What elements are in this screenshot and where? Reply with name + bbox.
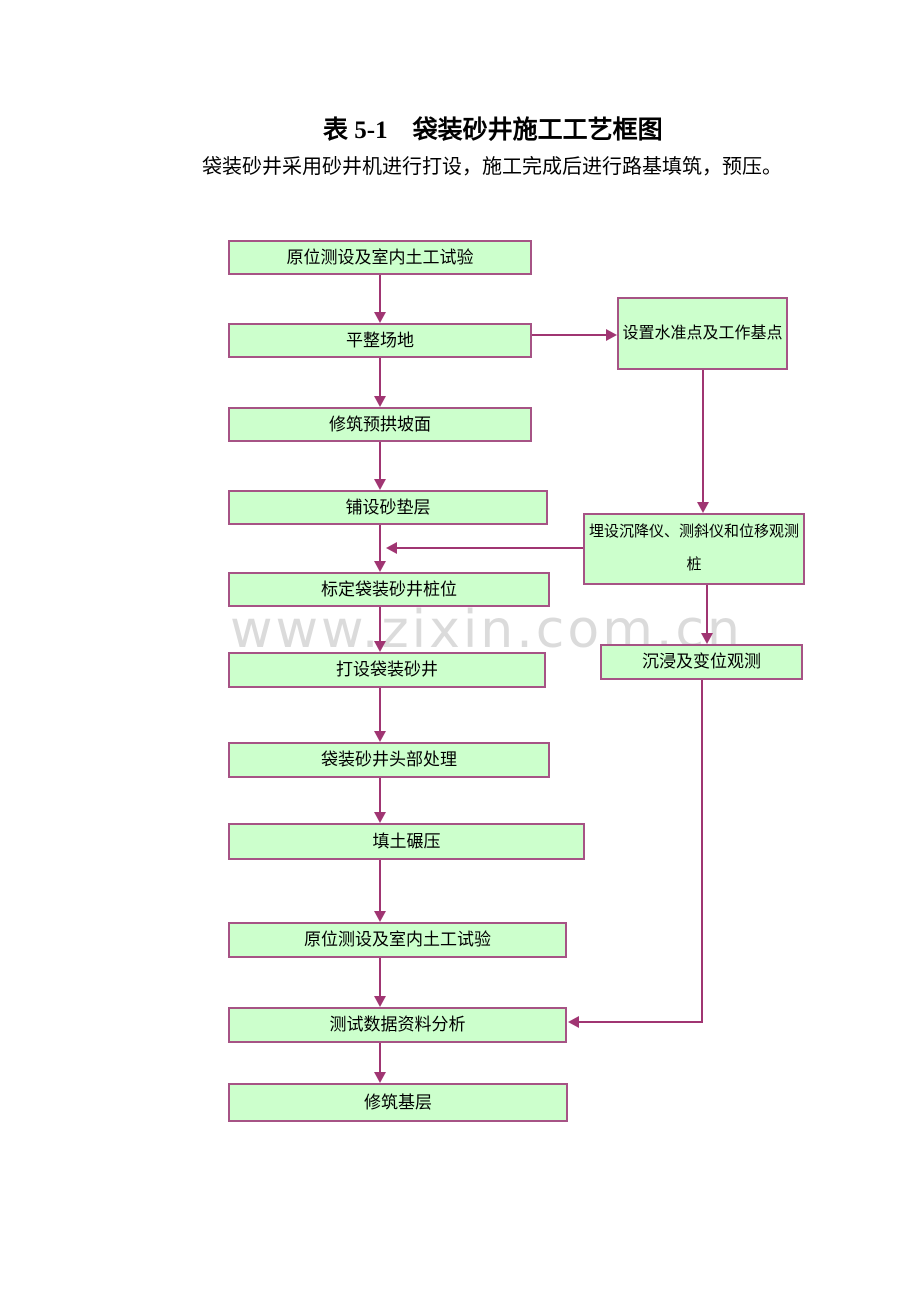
node-survey-repeat: 原位测设及室内土工试验: [228, 922, 567, 958]
arrowhead-left-icon: [386, 542, 397, 554]
node-sand-cushion: 铺设砂垫层: [228, 490, 548, 525]
node-settlement-observation: 沉浸及变位观测: [600, 644, 803, 680]
node-pre-arch-slope: 修筑预拱坡面: [228, 407, 532, 442]
arrowhead-down-icon: [374, 812, 386, 823]
connector-settlement-elbow-horizontal: [579, 1021, 703, 1023]
node-well-head-treatment: 袋装砂井头部处理: [228, 742, 550, 778]
connector-level-to-benchmarks: [532, 334, 606, 336]
connector-mark-to-drive: [379, 607, 381, 641]
connector-instruments-to-settlement: [706, 585, 708, 633]
connector-instruments-to-mainflow: [397, 547, 583, 549]
arrowhead-down-icon: [374, 1072, 386, 1083]
arrowhead-right-icon: [606, 329, 617, 341]
arrowhead-down-icon: [374, 312, 386, 323]
arrowhead-down-icon: [374, 396, 386, 407]
connector-head-to-fill: [379, 778, 381, 812]
node-level-site: 平整场地: [228, 323, 532, 358]
node-data-analysis: 测试数据资料分析: [228, 1007, 567, 1043]
connector-survey-to-analysis: [379, 958, 381, 996]
figure-title: 表 5-1 袋装砂井施工工艺框图: [323, 117, 663, 144]
connector-survey-to-level: [379, 275, 381, 312]
connector-cushion-to-mark: [379, 525, 381, 561]
intro-text: 袋装砂井采用砂井机进行打设，施工完成后进行路基填筑，预压。: [202, 156, 782, 178]
arrowhead-left-icon: [568, 1016, 579, 1028]
node-instruments: 埋设沉降仪、测斜仪和位移观测 桩: [583, 513, 805, 585]
node-mark-pile-positions: 标定袋装砂井桩位: [228, 572, 550, 607]
connector-analysis-to-base: [379, 1043, 381, 1072]
connector-level-to-slope: [379, 358, 381, 396]
arrowhead-down-icon: [697, 502, 709, 513]
node-benchmarks: 设置水准点及工作基点: [617, 297, 788, 370]
arrowhead-down-icon: [374, 641, 386, 652]
connector-drive-to-head: [379, 688, 381, 731]
node-base-construction: 修筑基层: [228, 1083, 568, 1122]
arrowhead-down-icon: [701, 633, 713, 644]
node-survey-initial: 原位测设及室内土工试验: [228, 240, 532, 275]
connector-slope-to-cushion: [379, 442, 381, 479]
connector-benchmarks-to-instruments: [702, 370, 704, 502]
arrowhead-down-icon: [374, 479, 386, 490]
node-drive-sand-wells: 打设袋装砂井: [228, 652, 546, 688]
node-fill-compaction: 填土碾压: [228, 823, 585, 860]
connector-fill-to-survey: [379, 860, 381, 911]
arrowhead-down-icon: [374, 561, 386, 572]
arrowhead-down-icon: [374, 731, 386, 742]
arrowhead-down-icon: [374, 996, 386, 1007]
arrowhead-down-icon: [374, 911, 386, 922]
connector-settlement-elbow-vertical: [701, 680, 703, 1023]
